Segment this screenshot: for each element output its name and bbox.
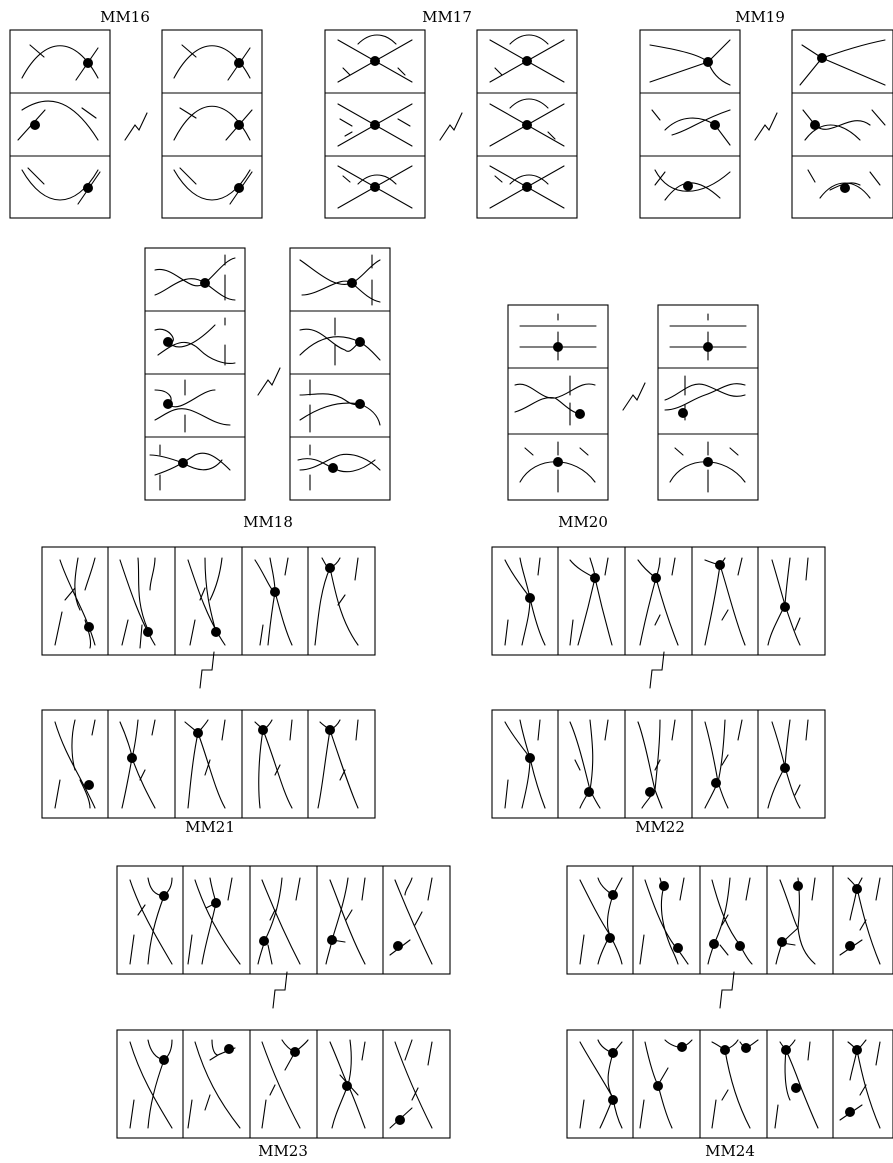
label-mm22: MM22 [635, 818, 685, 836]
movie-mm20-right [658, 305, 758, 500]
movie-mm17 [325, 30, 577, 218]
label-mm19: MM19 [735, 8, 785, 26]
movie-mm19 [640, 30, 893, 218]
movie-equivalence-arrow [440, 113, 462, 140]
movie-mm16-left [10, 30, 110, 218]
movie-equivalence-arrow [273, 972, 287, 1008]
label-mm17: MM17 [422, 8, 472, 26]
movie-mm23 [117, 866, 450, 1138]
movie-equivalence-arrow [125, 113, 147, 140]
movie-mm18-left [145, 248, 245, 500]
movie-mm20-left [508, 305, 608, 500]
movie-mm24-bottom [567, 1030, 893, 1138]
movie-mm21-top [42, 547, 375, 655]
movie-mm24 [567, 866, 893, 1138]
movie-mm20 [508, 305, 758, 500]
movie-mm24-top [567, 866, 893, 974]
label-mm21: MM21 [185, 818, 235, 836]
label-mm18: MM18 [243, 513, 293, 531]
movie-equivalence-arrow [650, 652, 664, 688]
movie-equivalence-arrow [258, 368, 280, 395]
movie-mm18-right [290, 248, 390, 500]
movie-mm23-bottom [117, 1030, 450, 1138]
movie-mm16-right [162, 30, 262, 218]
label-mm24: MM24 [705, 1142, 755, 1160]
label-mm23: MM23 [258, 1142, 308, 1160]
label-mm16: MM16 [100, 8, 150, 26]
movie-mm17-left [325, 30, 425, 218]
movie-equivalence-arrow [623, 383, 645, 410]
movie-mm21 [42, 547, 375, 818]
movie-mm23-top [117, 866, 450, 974]
movie-mm22-bottom [492, 710, 825, 818]
movie-mm16 [10, 30, 262, 218]
movie-mm19-left [640, 30, 740, 218]
movie-mm21-bottom [42, 710, 375, 818]
movie-equivalence-arrow [200, 652, 214, 688]
label-mm20: MM20 [558, 513, 608, 531]
movie-mm17-right [477, 30, 577, 218]
movie-equivalence-arrow [755, 113, 777, 140]
movie-mm19-right [792, 30, 893, 218]
movie-mm18 [145, 248, 390, 500]
movie-mm22 [492, 547, 825, 818]
movie-equivalence-arrow [720, 972, 734, 1008]
movie-mm22-top [492, 547, 825, 655]
